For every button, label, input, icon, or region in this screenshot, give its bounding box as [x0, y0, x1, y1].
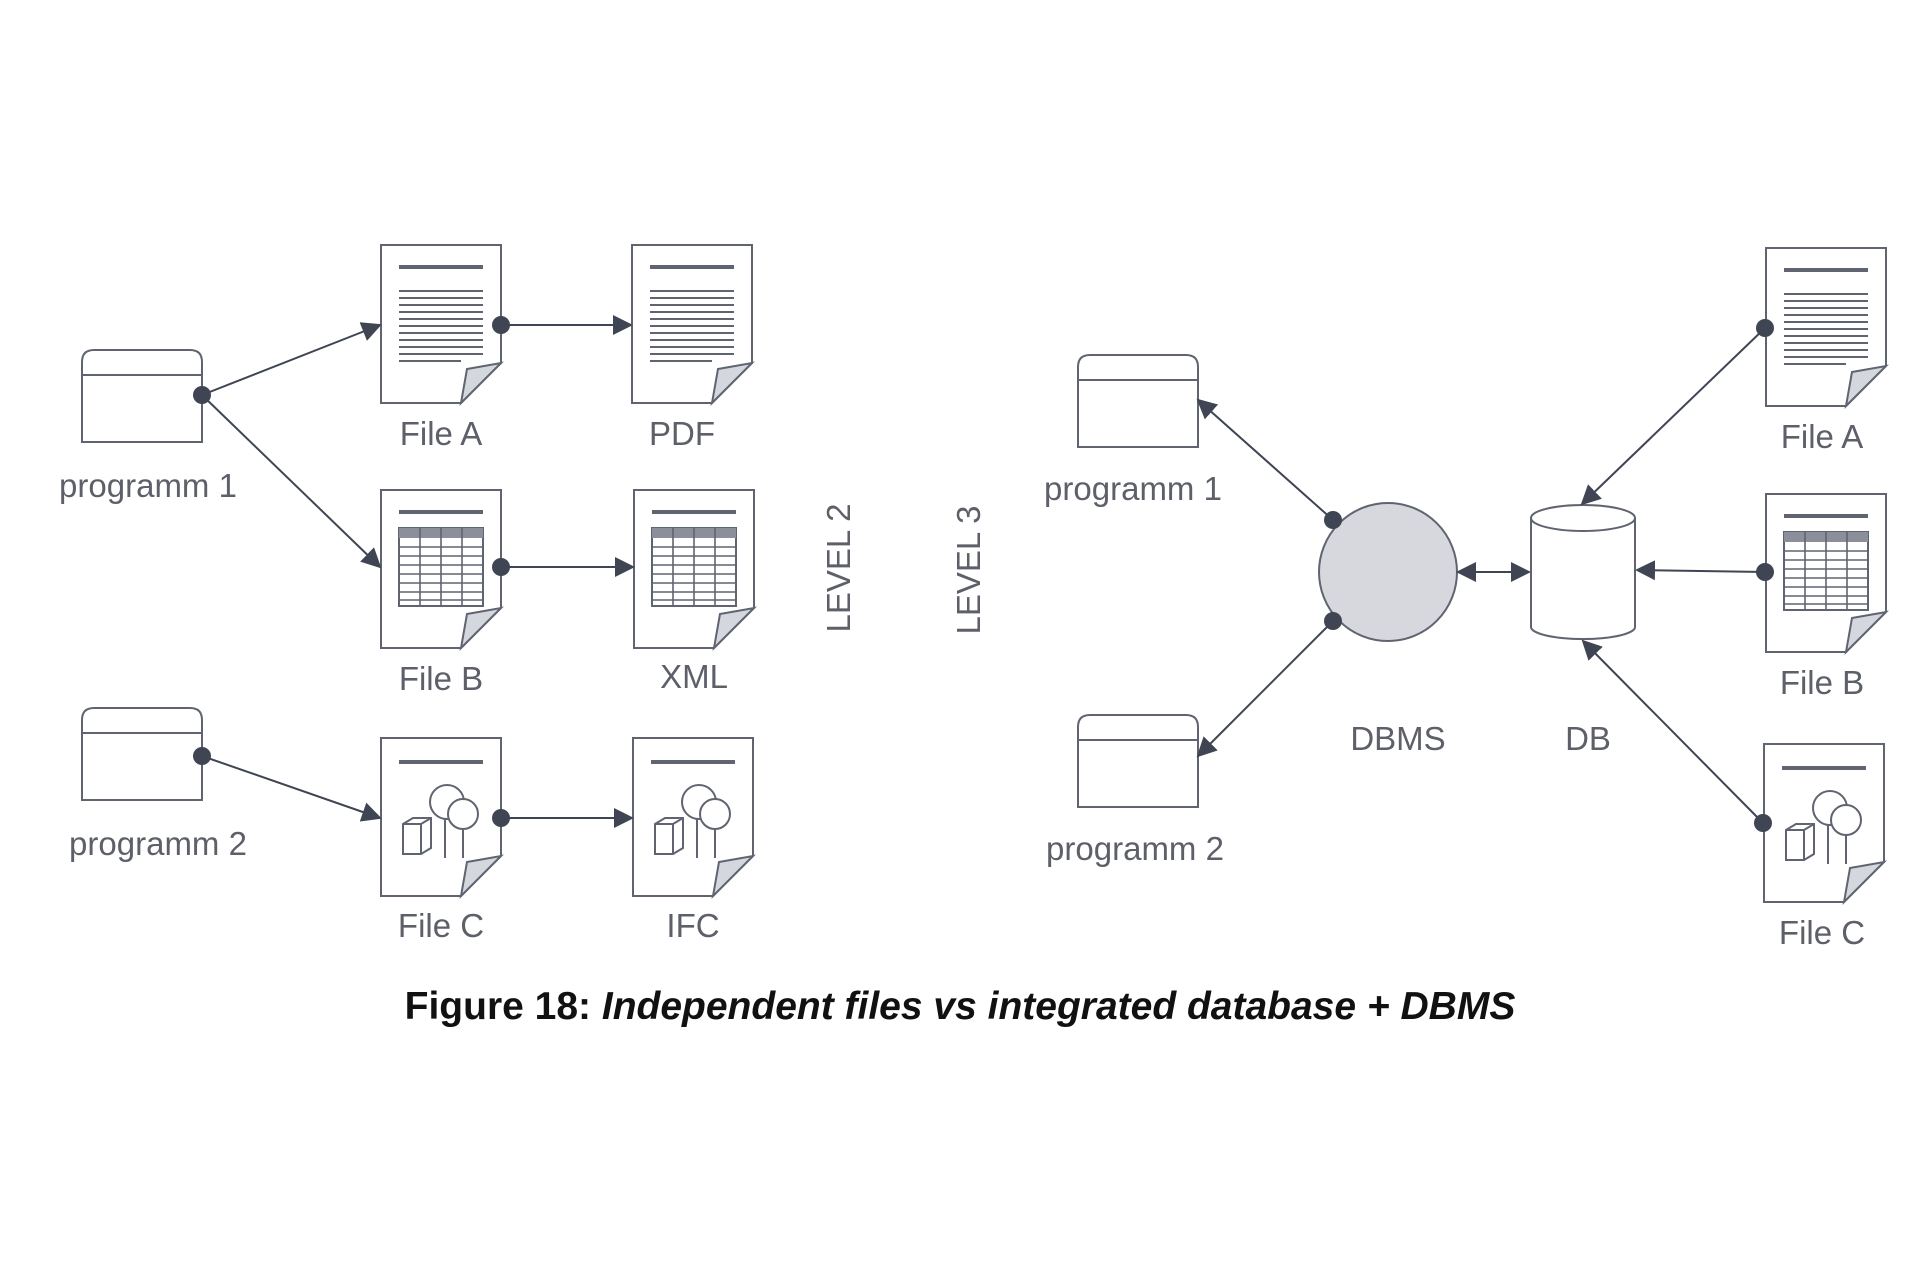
level2-file-b-table-doc-icon[interactable]	[381, 490, 501, 648]
level3-file-b-table-doc-icon[interactable]	[1766, 494, 1886, 652]
arrow-program1-to-file-b	[201, 394, 382, 569]
connector-dot	[492, 809, 510, 827]
db-label: DB	[1565, 720, 1611, 757]
arrow-program1-to-file-a	[201, 322, 382, 396]
connector-dot	[1756, 319, 1774, 337]
level2-ifc-label: IFC	[666, 907, 719, 944]
connector-dot	[1324, 511, 1342, 529]
level2-file-a-label: File A	[400, 415, 483, 452]
connector-dot	[193, 747, 211, 765]
level3-program-2-icon[interactable]	[1077, 714, 1199, 808]
connector-dot	[1756, 563, 1774, 581]
arrow-file-a-to-db	[1580, 327, 1766, 506]
level2-xml-doc-icon[interactable]	[634, 490, 754, 648]
figure-caption: Figure 18: Independent files vs integrat…	[0, 985, 1920, 1029]
level2-pdf-label: PDF	[649, 415, 715, 452]
level3-file-c-label: File C	[1779, 914, 1865, 951]
level2-file-c-label: File C	[398, 907, 484, 944]
arrow-program2-to-file-c	[201, 755, 382, 822]
level2-program-2-icon[interactable]	[81, 707, 203, 801]
level2-file-b-label: File B	[399, 660, 483, 697]
level2-panel: programm 1 programm 2 File A File B File…	[59, 245, 857, 944]
level3-file-c-model-doc-icon[interactable]	[1764, 744, 1884, 902]
level3-heading: LEVEL 3	[950, 505, 987, 634]
connector-dot	[1324, 612, 1342, 630]
level3-program-2-label: programm 2	[1046, 830, 1224, 867]
level3-file-b-label: File B	[1780, 664, 1864, 701]
level3-file-a-text-doc-icon[interactable]	[1766, 248, 1886, 406]
level2-file-c-model-doc-icon[interactable]	[381, 738, 501, 896]
level3-program-1-label: programm 1	[1044, 470, 1222, 507]
arrow-file-b-to-db	[1635, 560, 1766, 581]
connector-dot	[193, 386, 211, 404]
db-cylinder-icon[interactable]	[1530, 504, 1636, 640]
arrow-dbms-to-program-2	[1196, 620, 1334, 758]
level3-file-a-label: File A	[1781, 418, 1864, 455]
level2-xml-label: XML	[660, 658, 728, 695]
dbms-label: DBMS	[1350, 720, 1445, 757]
figure-caption-prefix: Figure 18:	[404, 985, 602, 1028]
level3-panel: LEVEL 3 programm 1 programm 2 DBMS DB Fi…	[950, 248, 1886, 951]
level2-file-a-text-doc-icon[interactable]	[381, 245, 501, 403]
level2-program-1-icon[interactable]	[81, 349, 203, 443]
arrow-file-c-to-db	[1581, 639, 1764, 824]
level2-pdf-doc-icon[interactable]	[632, 245, 752, 403]
arrow-dbms-to-program-1	[1196, 398, 1334, 521]
level2-heading: LEVEL 2	[820, 503, 857, 632]
level2-program-1-label: programm 1	[59, 467, 237, 504]
connector-dot	[1754, 814, 1772, 832]
level3-program-1-icon[interactable]	[1077, 354, 1199, 448]
level2-ifc-doc-icon[interactable]	[633, 738, 753, 896]
connector-dot	[492, 558, 510, 576]
level2-program-2-label: programm 2	[69, 825, 247, 862]
connector-dot	[492, 316, 510, 334]
figure-caption-title: Independent files vs integrated database…	[601, 985, 1516, 1028]
